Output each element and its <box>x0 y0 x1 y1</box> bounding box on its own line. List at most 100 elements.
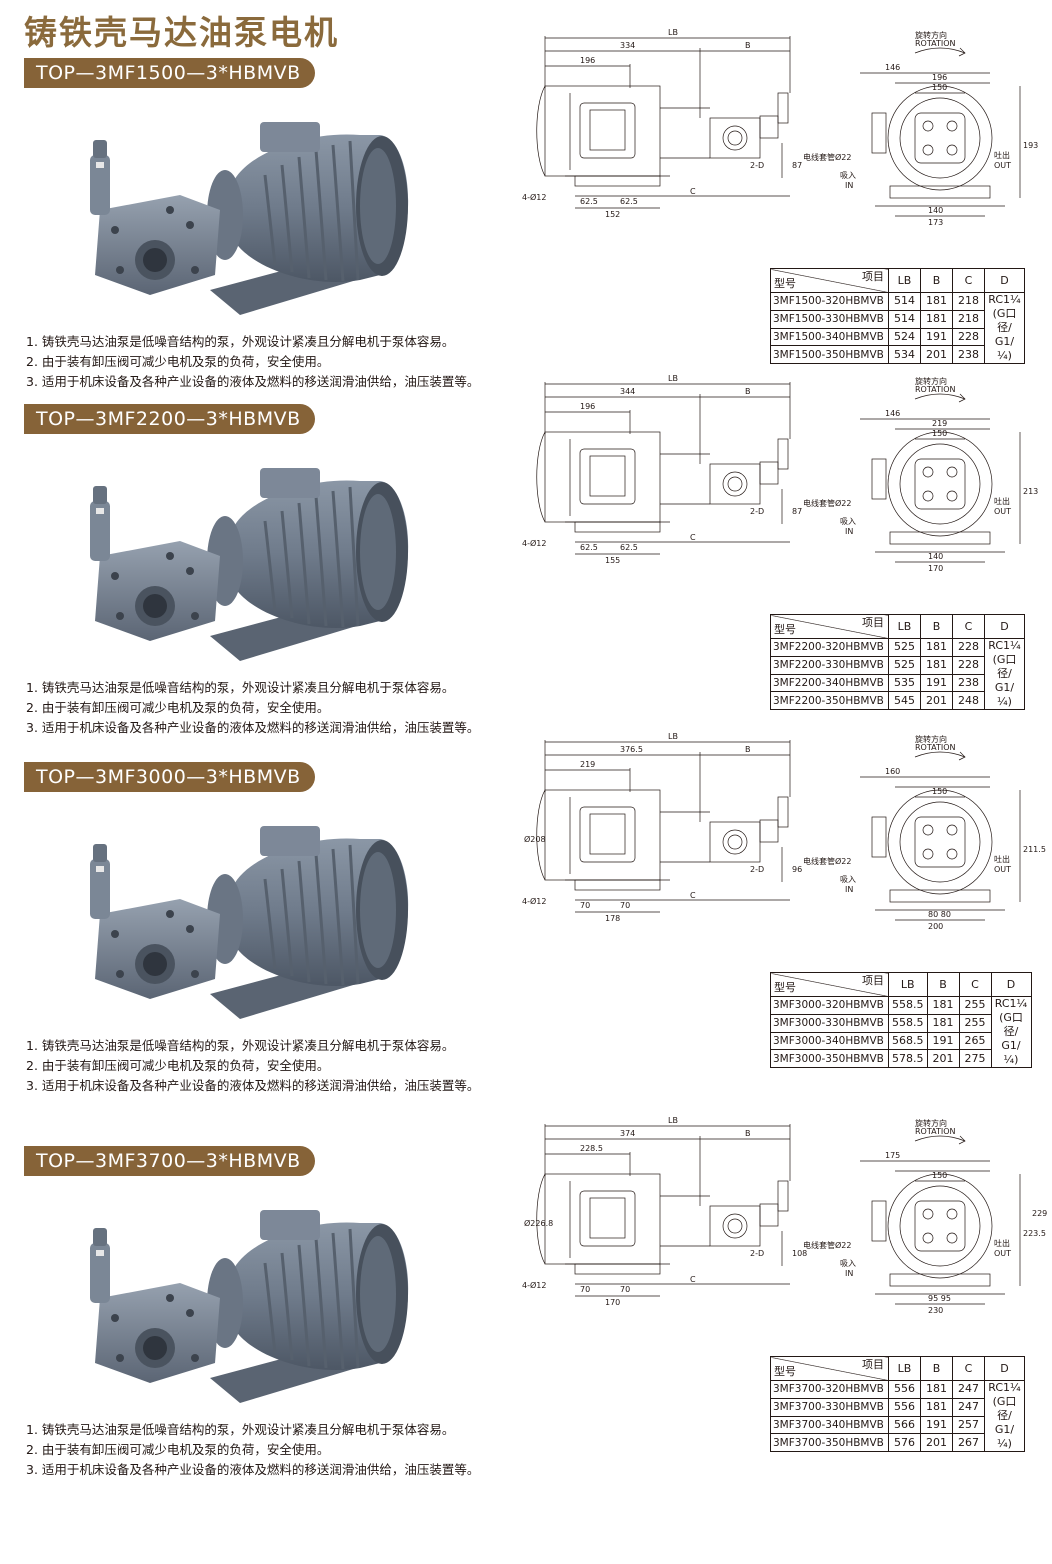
header-c: C <box>952 614 985 639</box>
header-d: D <box>990 972 1032 997</box>
header-lb: LB <box>888 614 921 639</box>
note-3: 3. 适用于机床设备及各种产业设备的液体及燃料的移送润滑油供给，油压装置等。 <box>26 1462 480 1477</box>
feature-notes: 1. 铸铁壳马达油泵是低噪音结构的泵，外观设计紧凑且分解电机于泵体容易。 2. … <box>26 678 479 738</box>
label-holes: 4-Ø12 <box>522 1280 546 1290</box>
label-c: C <box>690 187 696 196</box>
motor-pump-illustration <box>90 826 409 1019</box>
dim-w1: 178 <box>605 914 620 923</box>
cell-d: RC1¼(G口径/G1/¼) <box>990 996 1032 1068</box>
cell-d-line: (G口径/ <box>992 1395 1017 1422</box>
header-b: B <box>920 268 953 293</box>
note-3: 3. 适用于机床设备及各种产业设备的液体及燃料的移送润滑油供给，油压装置等。 <box>26 374 480 389</box>
label-cable: 电线套管Ø22 <box>803 1240 851 1250</box>
label-inlet-en: IN <box>845 181 853 190</box>
label-holes: 4-Ø12 <box>522 896 546 906</box>
label-c: C <box>690 1275 696 1284</box>
dim-sb1: 80 80 <box>928 910 951 919</box>
cell-model: 3MF1500-330HBMVB <box>770 309 889 329</box>
header-d: D <box>984 1356 1025 1381</box>
label-outlet: 吐出 <box>994 854 1010 864</box>
header-c: C <box>952 268 985 293</box>
header-corner: 项目 型号 <box>770 972 889 997</box>
cell-c: 218 <box>952 309 985 329</box>
cell-model: 3MF3000-340HBMVB <box>770 1031 889 1051</box>
cell-model: 3MF3700-330HBMVB <box>770 1397 889 1417</box>
header-b: B <box>920 1356 953 1381</box>
dim-s1: 146 <box>885 409 900 418</box>
dim-dia: Ø208 <box>524 834 546 844</box>
cell-c: 255 <box>958 996 992 1015</box>
cell-model: 3MF2200-330HBMVB <box>770 655 889 675</box>
cell-b: 181 <box>920 655 953 675</box>
label-inlet: 吸入 <box>840 1259 856 1268</box>
spec-table-header: 项目 型号 LB B C D <box>770 268 1025 293</box>
label-port: 2-D <box>750 507 764 516</box>
model-tag: TOP—3MF1500—3*HBMVB <box>24 58 315 88</box>
cell-model: 3MF3000-320HBMVB <box>770 996 889 1015</box>
dim-d2: 219 <box>580 760 595 769</box>
cell-b: 201 <box>926 1049 960 1068</box>
label-port: 2-D <box>750 1249 764 1258</box>
dim-f2: 70 <box>620 901 630 910</box>
dim-d1: 374 <box>620 1129 635 1138</box>
dim-w1: 152 <box>605 210 620 219</box>
cell-lb: 535 <box>888 673 921 693</box>
cell-d-line: G1/¼) <box>994 681 1015 708</box>
spec-table-header: 项目 型号 LB B C D <box>770 972 1032 997</box>
cell-d-line: G1/¼) <box>994 1423 1015 1450</box>
cell-b: 181 <box>920 309 953 329</box>
cell-c: 247 <box>952 1380 985 1399</box>
page-title: 铸铁壳马达油泵电机 <box>24 13 339 52</box>
cell-c: 228 <box>952 327 985 347</box>
dim-s2: 196 <box>932 73 947 82</box>
dim-s1: 160 <box>885 767 900 776</box>
label-inlet-en: IN <box>845 885 853 894</box>
label-outlet-en: OUT <box>994 161 1011 170</box>
feature-notes: 1. 铸铁壳马达油泵是低噪音结构的泵，外观设计紧凑且分解电机于泵体容易。 2. … <box>26 332 479 392</box>
cell-model: 3MF3700-320HBMVB <box>770 1380 889 1399</box>
dim-f1: 62.5 <box>580 197 598 206</box>
cell-c: 248 <box>952 691 985 710</box>
cell-b: 201 <box>920 345 953 364</box>
label-b: B <box>745 745 751 754</box>
dim-sh2: 229 <box>1032 1209 1047 1218</box>
model-tag: TOP—3MF2200—3*HBMVB <box>24 404 315 434</box>
model-tag: TOP—3MF3000—3*HBMVB <box>24 762 315 792</box>
cell-lb: 568.5 <box>888 1031 928 1051</box>
cell-c: 257 <box>952 1415 985 1435</box>
cell-d: RC1¼(G口径/G1/¼) <box>984 638 1025 710</box>
label-port: 2-D <box>750 865 764 874</box>
dim-f2: 70 <box>620 1285 630 1294</box>
label-rotation-en: ROTATION <box>915 1127 956 1136</box>
label-rotation: 旋转方向 <box>915 734 947 744</box>
dim-w1: 170 <box>605 1298 620 1307</box>
cell-lb: 558.5 <box>888 1013 928 1033</box>
header-item: 项目 <box>862 974 884 987</box>
technical-drawing: LB 334 B 196 2-D C 62.5 62.5 152 4-Ø12 8… <box>520 18 1040 243</box>
cell-c: 255 <box>958 1013 992 1033</box>
cell-b: 181 <box>920 1397 953 1417</box>
dim-f1: 70 <box>580 1285 590 1294</box>
cell-model: 3MF3000-350HBMVB <box>770 1049 889 1068</box>
dim-sb2: 230 <box>928 1306 943 1315</box>
cell-d-line: RC1¼ <box>994 997 1028 1010</box>
header-model: 型号 <box>774 981 796 994</box>
dim-s2: 219 <box>932 419 947 428</box>
header-d: D <box>984 268 1025 293</box>
cell-b: 191 <box>920 327 953 347</box>
label-inlet: 吸入 <box>840 171 856 180</box>
label-inlet: 吸入 <box>840 517 856 526</box>
cell-model: 3MF2200-350HBMVB <box>770 691 889 710</box>
label-outlet: 吐出 <box>994 1238 1010 1248</box>
cell-lb: 514 <box>888 292 921 311</box>
cell-model: 3MF3000-330HBMVB <box>770 1013 889 1033</box>
